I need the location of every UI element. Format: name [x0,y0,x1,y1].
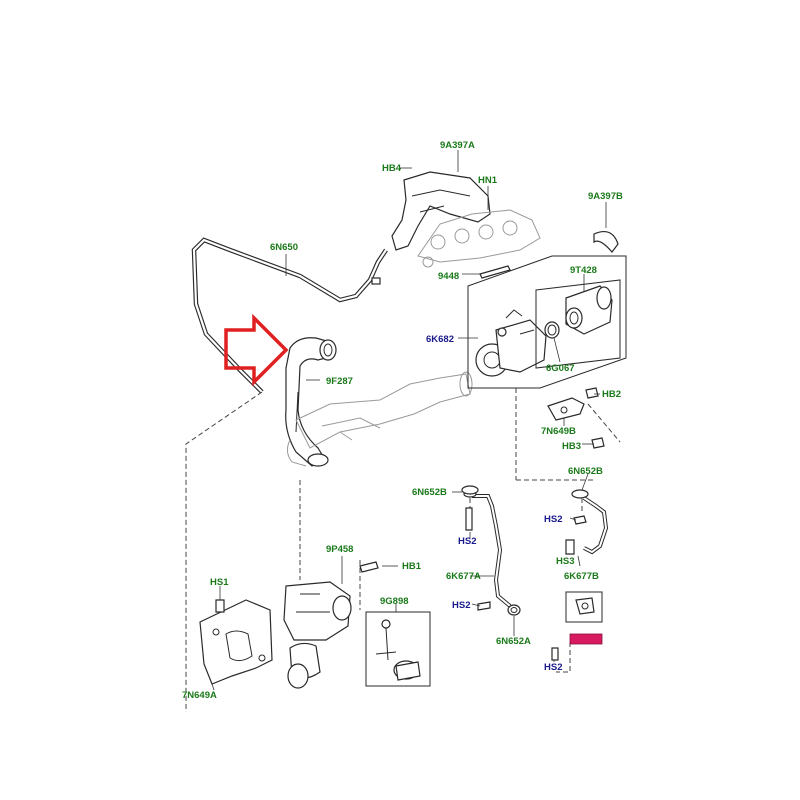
heat-shield-right[interactable] [593,231,619,253]
label-HB4[interactable]: HB4 [382,163,402,174]
label-HB1[interactable]: HB1 [402,561,422,572]
label-9A397B[interactable]: 9A397B [588,191,623,202]
stud-9448[interactable] [479,265,511,279]
heat-shield-upper[interactable] [391,171,491,251]
labels: 9A397A HB4 HN1 9A397B 6N650 9448 9T428 6… [182,140,623,701]
turbocharger-6K682[interactable] [475,309,547,377]
turbocharger-box [467,255,627,389]
label-HS2-b[interactable]: HS2 [458,536,476,547]
label-7N649B[interactable]: 7N649B [541,426,576,437]
pipe-6K677B[interactable] [582,496,609,555]
bolt-HS2-a[interactable] [465,507,473,531]
label-6N652B-right[interactable]: 6N652B [568,466,603,477]
gasket-6N652A[interactable] [507,604,521,616]
gasket-6N652B-right[interactable] [571,489,589,499]
label-9F287[interactable]: 9F287 [326,376,353,387]
label-6K682[interactable]: 6K682 [426,334,454,345]
actuator-9G898[interactable] [375,619,421,681]
gasket-6N652B-left[interactable] [461,485,479,495]
bolt-HS3[interactable] [565,539,575,555]
label-6N652A[interactable]: 6N652A [496,636,531,647]
intake-pipe-assembly [286,371,473,467]
highlighted-gasket-part[interactable] [565,591,603,645]
leader-lines [211,150,607,691]
label-6K677B[interactable]: 6K677B [564,571,599,582]
label-HB2[interactable]: HB2 [602,389,621,400]
label-HN1[interactable]: HN1 [478,175,498,186]
actuator-box [365,611,431,687]
bolt-HS2-b[interactable] [573,515,587,525]
label-9A397A[interactable]: 9A397A [440,140,475,151]
label-HS1[interactable]: HS1 [210,577,229,588]
label-9P458[interactable]: 9P458 [326,544,353,555]
hose-9F287[interactable] [285,337,337,467]
label-6G067[interactable]: 6G067 [546,363,575,374]
valve-9P458[interactable] [283,581,352,689]
label-6N652B-left[interactable]: 6N652B [412,487,447,498]
label-HS2-a[interactable]: HS2 [544,514,562,525]
label-6N650[interactable]: 6N650 [270,242,298,253]
label-HS2-c[interactable]: HS2 [452,600,470,611]
label-9G898[interactable]: 9G898 [380,596,409,607]
label-6K677A[interactable]: 6K677A [446,571,481,582]
bolt-HS2-d[interactable] [551,647,559,661]
bracket-7N649A[interactable] [199,599,273,685]
bolt-HB2[interactable] [585,387,599,399]
label-HB3[interactable]: HB3 [562,441,581,452]
gasket-6G067[interactable] [544,321,560,339]
bolt-HB1[interactable] [359,561,379,573]
bracket-7N649B[interactable] [547,397,585,421]
bolt-HS2-c[interactable] [477,601,491,611]
catalytic-converter-9T428[interactable] [535,279,621,369]
bolt-HB3[interactable] [591,437,605,449]
label-9448[interactable]: 9448 [438,271,459,282]
label-HS2-d[interactable]: HS2 [544,662,562,673]
highlight-arrow [224,313,289,387]
label-HS3[interactable]: HS3 [556,556,574,567]
pipe-6N650[interactable] [191,237,388,394]
exhaust-manifold [417,209,541,268]
bolt-HS1[interactable] [215,599,225,613]
label-7N649A[interactable]: 7N649A [182,690,217,701]
label-9T428[interactable]: 9T428 [570,265,597,276]
